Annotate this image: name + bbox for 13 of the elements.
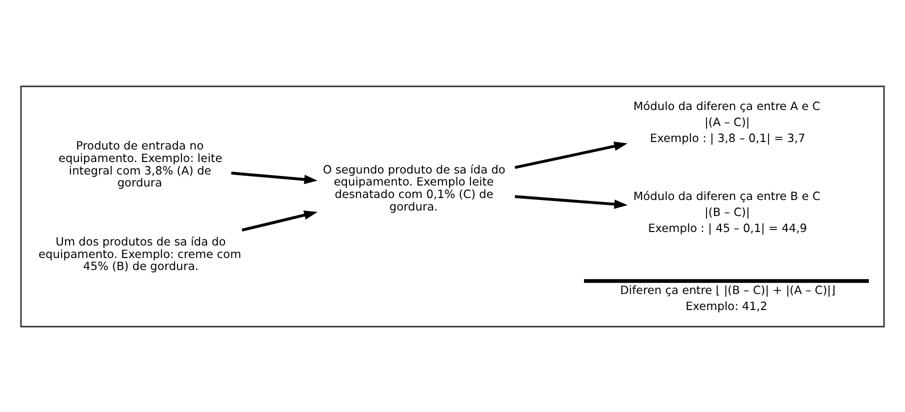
arrow <box>514 194 628 208</box>
node-text: O segundo produto de sa ída do equipamento. Exemplo leite desnatado com 0,1% (C) de gordura. <box>322 162 506 213</box>
arrow <box>231 171 318 184</box>
node-label: Exemplo: 41,2 <box>686 298 768 313</box>
node-box <box>584 278 869 282</box>
node-label: Diferen ça entre ⌊ |(B – C)| + |(A – C)|⌋ <box>620 282 836 296</box>
node-text: Módulo da diferen ça entre A e C |(A – C)| Exemplo : | 3,8 – 0,1| = 3,7 <box>633 98 820 145</box>
cluster <box>20 85 885 327</box>
node-text: Módulo da diferen ça entre B e C |(B – C)| Exemplo : | 45 – 0,1| = 44,9 <box>633 188 820 235</box>
arrow <box>242 210 318 232</box>
node-text: Produto de entrada no equipamento. Exemplo: leite integral com 3,8% (A) de gordura <box>58 138 222 190</box>
node-text: Um dos produtos de sa ída do equipamento. Exemplo: creme com 45% (B) de gordura. <box>38 234 242 273</box>
arrow <box>514 141 628 168</box>
